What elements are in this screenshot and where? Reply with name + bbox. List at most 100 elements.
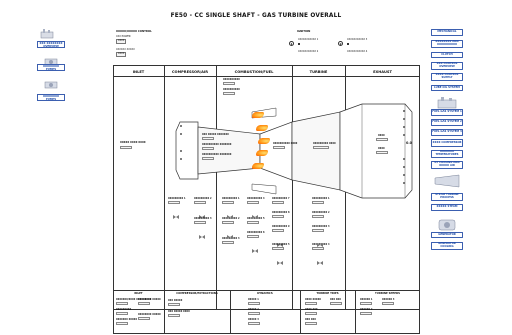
nav-fuel-gas-2-button[interactable]: FUEL GAS SYSTEM 2 [431, 119, 463, 126]
nav-label: XXXXX STEAM [436, 205, 458, 209]
nav-gt-cooling-button[interactable]: GT COOLING AND XXXXX AIR [431, 161, 463, 169]
valve-value [194, 221, 206, 224]
nav-control-overview-button[interactable]: XXX CONTROL OVERVIEW [431, 62, 463, 70]
section-title-compressor: COMPRESSOR/AIR [171, 70, 209, 74]
ignition-row: XXXXXXXXXXX 1 [298, 38, 319, 41]
speed-row-label: XXXXXX XXXXX [116, 48, 135, 51]
exhaust-readout-label: XXXX [378, 147, 385, 150]
section-divider [230, 290, 231, 334]
valve-icon [276, 234, 284, 247]
valve-label: XXXXXXXXX 2 [222, 217, 240, 220]
inlet-readout-label: XXXXX XXXX XXXX [120, 141, 146, 144]
bottom-speed-item: XXXXXX 2 [360, 308, 373, 311]
bottom-dynamics-item: XXXXX 1 [248, 298, 259, 301]
bottom-inlet-value [138, 317, 150, 320]
nav-pumps-button-1[interactable]: XXXXXXXX PUMPS [37, 64, 65, 71]
valve-label: XXXXXXXXX 1 [222, 197, 240, 200]
valve-label: XXXXXXXXX 5 [272, 243, 290, 246]
nav-generator-cooling-button[interactable]: GENERATOR COOLING [431, 242, 463, 250]
valve-icon [226, 226, 234, 239]
valve-label: XXXXXXXXX 2 [312, 211, 330, 214]
valve-label: XXXXXXXXX 9 [272, 225, 290, 228]
section-divider [292, 65, 293, 310]
nav-clutch-button[interactable]: CLUTCH [431, 52, 463, 58]
ignition-row: XXXXXXXXXXX 4 [347, 50, 368, 53]
nav-gland-steam-button[interactable]: XXXXX STEAM [431, 204, 463, 211]
bottom-dynamics-value [248, 322, 260, 325]
valve-label: XXXXXXXXX 3 [312, 225, 330, 228]
bottom-speed-item: XXXXXX 1 [360, 298, 373, 301]
section-divider [355, 290, 356, 334]
bottom-inlet-item: XXXXXXXXX [116, 308, 132, 311]
bottom-dynamics-title: DYNAMICS [257, 292, 273, 295]
bottom-inlet-value [116, 312, 128, 315]
exhaust-readout-value [376, 138, 388, 141]
bottom-inlet-value [138, 302, 150, 305]
valve-label: XXXXXXXXX 6 [247, 231, 265, 234]
nav-label: GENERATOR COOLING [438, 242, 456, 248]
valve-icon [226, 206, 234, 219]
bottom-inlet-item: XXXXXXX/XXXX XXXXXXXXX [116, 298, 152, 301]
compressor-readout-value [202, 157, 214, 160]
section-divider [164, 290, 165, 334]
pump-icon [44, 51, 58, 66]
nav-overview-button[interactable]: XXX XXXXXXXX OVERVIEW [37, 41, 65, 48]
compressor-readout-label: XXXXXXXXXX XXXXXXX [202, 143, 232, 146]
nav-lube-oil-button[interactable]: LUBE OIL SYSTEM [431, 85, 463, 91]
bottom-speed-value [360, 312, 372, 315]
nav-label: XXXXXXXX PUMPS [43, 64, 59, 71]
valve-icon [172, 206, 180, 219]
compressor-indicator [180, 133, 182, 135]
compressor-readout-value [202, 137, 214, 140]
combustion-readout-value [223, 82, 235, 85]
nav-mechanical-button[interactable]: MECHANICAL [431, 29, 463, 36]
nav-steam-turbine-button[interactable]: STEAM TURBINE PROCESS [431, 193, 463, 201]
valve-value [312, 215, 324, 218]
badge-number: 1 [290, 42, 293, 46]
combustion-readout-label: XXXXXXXXXX [223, 78, 240, 81]
valve-value [312, 201, 324, 204]
bottom-trip-value [305, 302, 317, 305]
nav-fuel-gas-3-button[interactable]: FUEL GAS SYSTEM 3 [431, 129, 463, 136]
gas-system-icon [437, 94, 457, 109]
valve-value [272, 229, 284, 232]
inlet-readout-value [120, 146, 132, 149]
compressor-indicator [180, 158, 182, 160]
valve-label: XXXXXXXXX 1 [312, 197, 330, 200]
section-title-exhaust: EXHAUST [373, 70, 392, 74]
section-title-combustion: COMBUSTION/FUEL [234, 70, 274, 74]
combustion-readout-value [223, 92, 235, 95]
flame-icon [256, 150, 268, 156]
valve-icon [251, 240, 259, 253]
nav-generator-button[interactable]: GENERATOR [431, 232, 463, 238]
valve-icon [198, 226, 206, 239]
bottom-trips-title: TURBINE TRIPS [316, 292, 339, 295]
nav-compressor-button[interactable]: XXXX COMPRESSOR [431, 139, 463, 147]
speed-row-value: XXXX [116, 52, 126, 57]
compressor-readout-label: XXX XXXXX XXXXXXX [202, 133, 229, 136]
speed-row-value: XXXX [116, 39, 126, 44]
turbine-readout-value [313, 146, 329, 149]
valve-label: XXXXXXXXX 7 [272, 197, 290, 200]
bottom-dynamics-value [248, 312, 260, 315]
exhaust-indicator [403, 158, 405, 160]
speed-row-label: XXX POWER [116, 35, 131, 38]
valve-label: XXXXXXXXX 3 [194, 217, 212, 220]
section-title-turbine: TURBINE [309, 70, 328, 74]
valve-label: XXXXXXXXX 8 [272, 211, 290, 214]
nav-label: XXXXXXX TEMPERATURES [435, 150, 459, 156]
valve-value [168, 201, 180, 204]
nav-control-supply-button[interactable]: XXXX CONTROL SUPPLY [431, 73, 463, 81]
nav-exhaust-temps-button[interactable]: XXXXXXX TEMPERATURES [431, 150, 463, 158]
nav-fuel-gas-1-button[interactable]: FUEL GAS SYSTEM 1 [431, 109, 463, 116]
nav-label: MECHANICAL [437, 30, 457, 34]
nav-pumps-button-2[interactable]: XXXXXXXX PUMPS [37, 94, 65, 101]
nav-expansion-button[interactable]: XXXXXXXX AND XXXXXXXXXX [431, 40, 463, 48]
generator-icon [438, 216, 456, 231]
steam-turbine-icon [434, 173, 460, 188]
plant-logo-icon [40, 24, 54, 39]
nav-label: FUEL GAS SYSTEM 1 [432, 110, 462, 114]
exhaust-gauge: 0.0 [406, 141, 413, 145]
valve-value [222, 241, 234, 244]
flame-icon [252, 163, 264, 169]
